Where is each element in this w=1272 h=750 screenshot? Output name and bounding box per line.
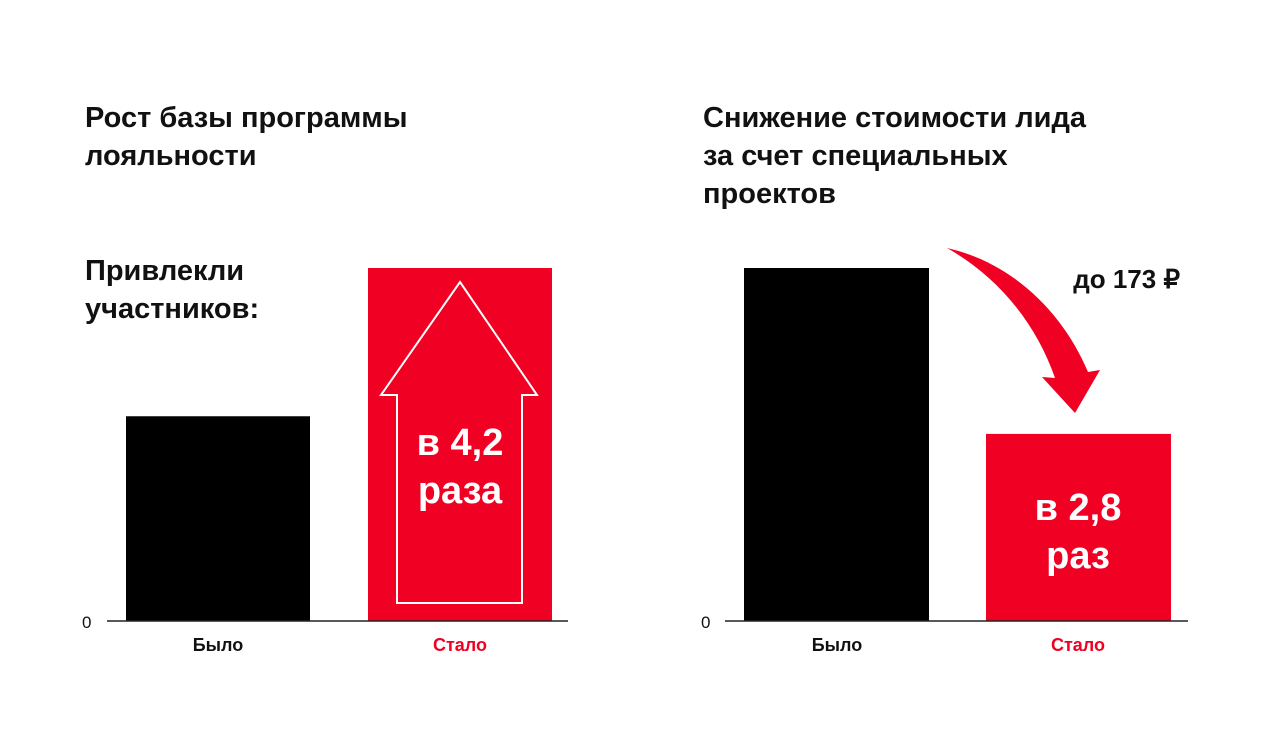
right-chart-title: Снижение стоимости лида за счет специаль…	[703, 99, 1086, 213]
left-chart-title: Рост базы программы лояльности	[85, 99, 408, 175]
annotation-line: раза	[418, 470, 503, 512]
category-label: Стало	[1051, 635, 1105, 655]
title-line: проектов	[703, 178, 836, 210]
bar-bylo	[744, 268, 929, 621]
title-line: Снижение стоимости лида	[703, 102, 1087, 134]
y-tick-label: 0	[701, 613, 710, 632]
title-line: за счет специальных	[703, 140, 1008, 172]
left-chart-subtitle: Привлекли участников:	[85, 252, 259, 328]
bar-stalo	[986, 433, 1171, 621]
left-chart: в 4,2 раза 0 Было Стало	[82, 268, 568, 655]
annotation-line: раз	[1046, 535, 1110, 577]
category-label: Было	[812, 635, 863, 655]
category-label: Было	[193, 635, 244, 655]
bar-bylo	[126, 416, 310, 621]
arrow-down-icon	[947, 248, 1100, 413]
arrow-up-icon	[379, 280, 539, 604]
y-tick-label: 0	[82, 613, 91, 632]
subtitle-line: Привлекли	[85, 255, 245, 287]
callout-label: до 173 ₽	[1073, 264, 1180, 294]
subtitle-line: участников:	[85, 293, 260, 325]
title-line: Рост базы программы	[85, 102, 408, 134]
title-line: лояльности	[85, 140, 257, 172]
category-label: Стало	[433, 635, 487, 655]
annotation-line: в 2,8	[1035, 487, 1122, 529]
right-chart: до 173 ₽ в 2,8 раз 0 Было Стало	[701, 248, 1188, 655]
annotation-line: в 4,2	[417, 422, 504, 464]
